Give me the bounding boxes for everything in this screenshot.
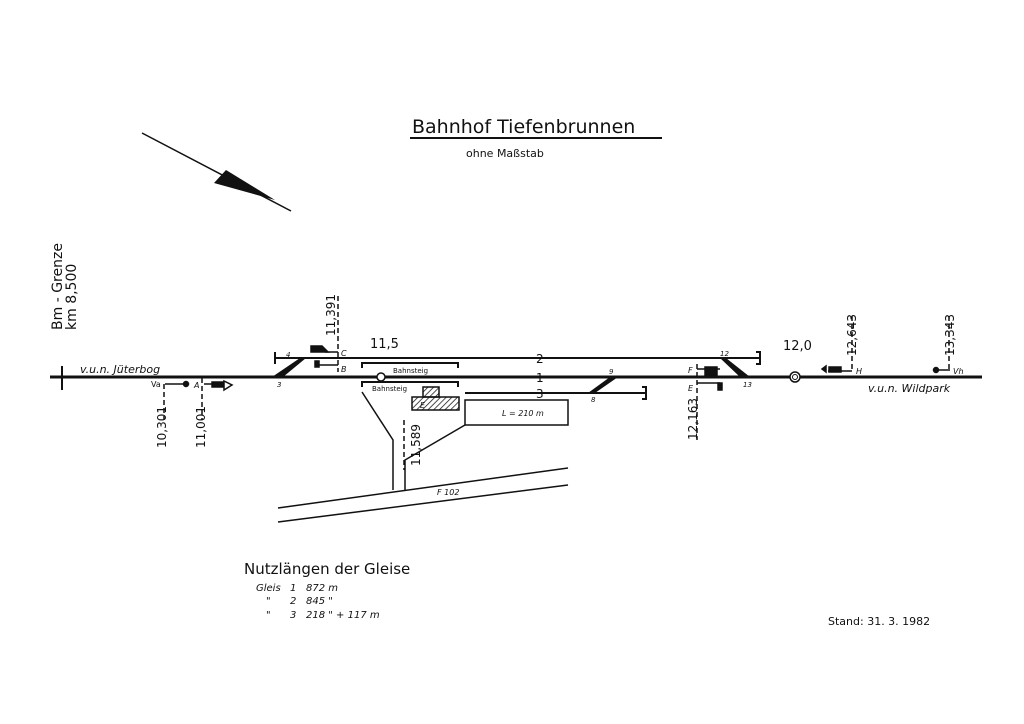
signal-icons [165,345,950,392]
signal-label: Vh [953,367,964,376]
switch-label: 8 [591,396,596,404]
km-label: 11,5 [370,337,399,352]
switch-label: 12 [720,350,729,358]
signal-label: C [341,349,347,358]
siding-length: L = 210 m [502,409,544,418]
boundary-line1: Bm - Grenze [50,243,66,330]
signal-label: A [193,381,199,390]
platform-lower [361,381,459,387]
lengths-track: 3 [290,610,296,621]
platform-label: Bahnsteig [393,367,428,375]
km-mark: 12,643 [845,314,859,356]
stand-date: Stand: 31. 3. 1982 [828,615,930,628]
road-f102 [277,467,569,523]
switch-8-9 [588,377,618,393]
km-point-inner [792,374,798,380]
km-mark: 11,001 [194,406,208,448]
lengths-value: 218 " + 117 m [306,610,380,621]
platform-upper [361,362,459,368]
scale-note: ohne Maßstab [466,147,544,160]
lengths-track: 1 [290,583,296,594]
km-label: 12,0 [783,339,812,354]
lengths-value: 845 " [306,596,333,607]
signal-label: H [856,367,862,376]
track-label-2: 2 [536,352,544,366]
signal-label: Va [151,380,161,389]
buffer-stop [756,351,761,365]
km-mark: 13,343 [943,314,957,356]
switch-3-4 [272,358,306,377]
siding-box [464,399,569,426]
lengths-prefix: Gleis [256,583,281,594]
lengths-value: 872 m [306,583,338,594]
signal-label: E [688,384,694,393]
buffer-stop [642,386,647,400]
platform-label: Bahnsteig [372,385,407,393]
north-arrow-icon [141,132,292,212]
switch-label: 4 [286,351,290,359]
lengths-table: Gleis 1 872 m " 2 845 " " 3 218 " + 117 … [256,583,380,621]
boundary-line2: km 8,500 [64,264,80,330]
km-mark: 10,301 [155,406,169,448]
lengths-heading: Nutzlängen der Gleise [244,560,410,578]
km-mark: 12,163 [686,398,700,440]
track-label-1: 1 [536,371,544,385]
switch-label: 13 [743,381,752,389]
km-mark: 11,589 [409,424,423,466]
lengths-track: 2 [290,596,296,607]
track-label-3: 3 [536,387,544,401]
lengths-prefix: " [266,610,271,621]
direction-left: v.u.n. Jüterbog [80,363,160,376]
switch-12-13 [720,358,750,377]
svg-text:E: E [420,401,426,410]
station-title: Bahnhof Tiefenbrunnen [412,116,635,138]
road-label: F 102 [437,488,459,497]
access-road [361,391,466,490]
km-mark: 11,391 [324,294,338,336]
km-point-icon [789,371,801,383]
direction-right: v.u.n. Wildpark [868,382,951,395]
switch-label: 3 [277,381,281,389]
station-point-icon [376,372,386,382]
station-building: E [411,386,460,411]
lengths-prefix: " [266,596,271,607]
km-marker-lines [163,296,950,470]
switch-label: 9 [609,368,614,376]
signal-label: F [688,366,693,375]
signal-label: B [341,365,347,374]
